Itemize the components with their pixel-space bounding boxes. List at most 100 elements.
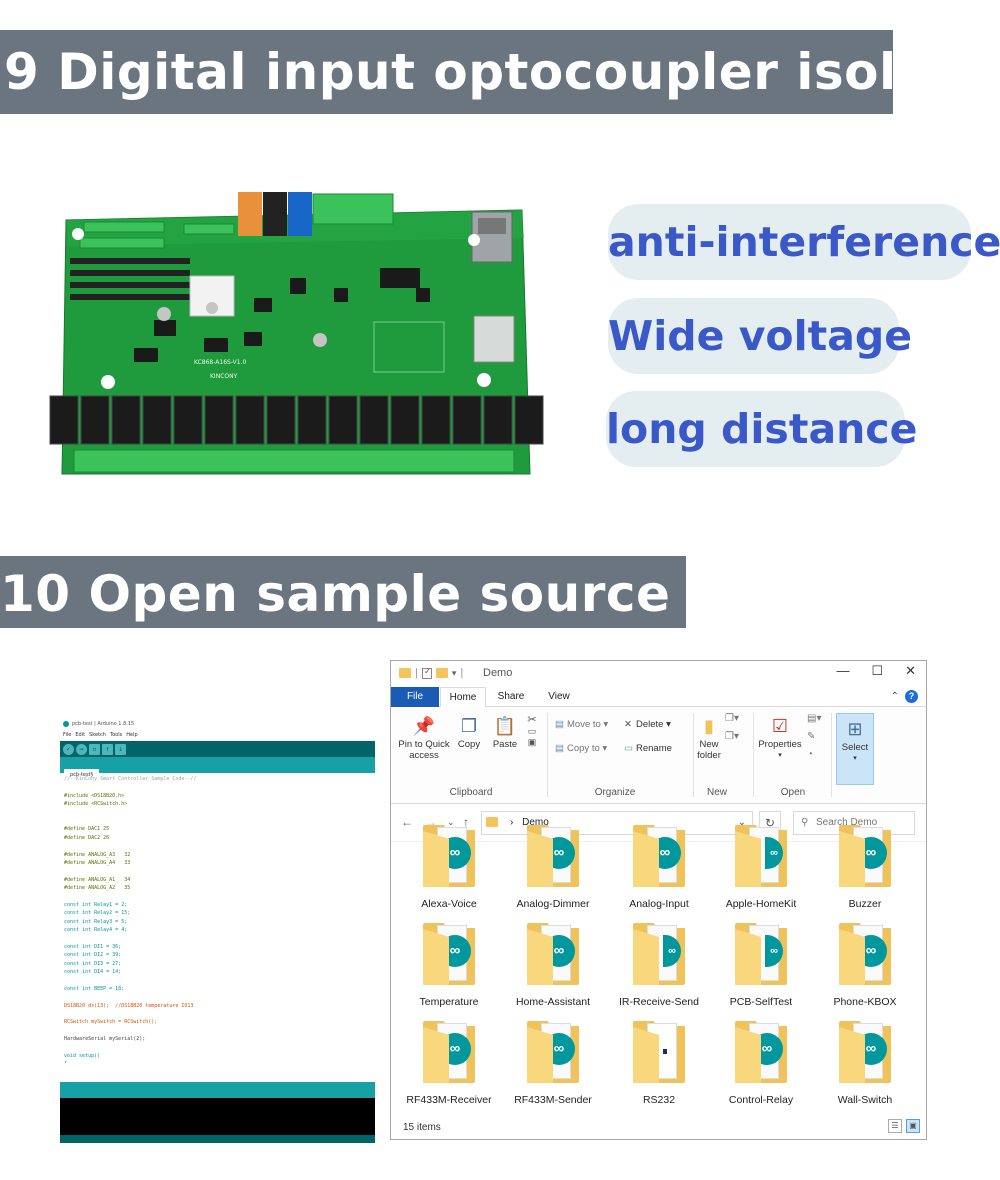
minimize-button[interactable]: — <box>836 663 850 678</box>
large-icons-view-icon[interactable]: ▣ <box>906 1119 920 1133</box>
back-arrow-icon[interactable]: ← <box>401 815 413 829</box>
folder-label: RS232 <box>642 1094 676 1106</box>
select-button[interactable]: ⊞ Select ▾ <box>836 713 874 785</box>
history-button[interactable]: ◔ <box>807 749 814 760</box>
folder-item[interactable]: ∞Buzzer <box>813 825 917 921</box>
collapse-ribbon-icon[interactable]: ⌃ <box>890 691 899 702</box>
recent-locations-icon[interactable]: ⌄ <box>447 817 455 827</box>
copy-to-icon: ▤ <box>555 743 564 754</box>
up-arrow-icon[interactable]: ↑ <box>463 815 469 829</box>
file-explorer-window: | ▾ | Demo — ☐ ✕ File Home Share View ⌃ … <box>390 660 927 1140</box>
address-dropdown-icon[interactable]: ⌄ <box>737 817 746 828</box>
properties-button[interactable]: ☑ Properties ▾ <box>755 715 805 761</box>
address-bar[interactable]: › Demo ⌄ <box>481 811 753 835</box>
customize-toolbar-icon[interactable]: ▾ <box>451 667 457 678</box>
tab-share[interactable]: Share <box>497 691 525 702</box>
code-line: const int DI2 = 39; <box>64 952 122 959</box>
save-sketch-icon[interactable]: ↓ <box>115 743 126 755</box>
folder-item[interactable]: ∞Home-Assistant <box>501 923 605 1019</box>
copy-to-button[interactable]: ▤Copy to ▾ <box>555 743 608 754</box>
folder-item[interactable]: ∞Alexa-Voice <box>397 825 501 921</box>
folder-item[interactable]: ∞Analog-Dimmer <box>501 825 605 921</box>
relay <box>49 395 79 445</box>
pin-to-quick-access-button[interactable]: 📌 Pin to Quick access <box>395 715 453 761</box>
folder-icon: ∞ <box>839 1021 891 1083</box>
explorer-title-bar: | ▾ | Demo — ☐ ✕ <box>391 661 926 687</box>
folder-item[interactable]: ∞Apple-HomeKit <box>709 825 813 921</box>
relay <box>235 395 265 445</box>
ide-menu-help[interactable]: Help <box>126 732 138 738</box>
folder-item[interactable]: ∞RS232 <box>607 1021 711 1117</box>
code-line: #define ANALOG_A2 35 <box>64 885 131 892</box>
ide-menu-file[interactable]: File <box>63 732 72 738</box>
copy-button[interactable]: ❐ Copy <box>453 715 485 750</box>
address-path: Demo <box>522 817 549 828</box>
delete-button[interactable]: ✕Delete ▾ <box>624 719 671 730</box>
upload-icon[interactable]: → <box>76 743 87 755</box>
tab-file[interactable]: File <box>391 687 439 707</box>
tab-view[interactable]: View <box>548 691 570 702</box>
folder-icon <box>399 668 411 678</box>
ide-toolbar: ✓ → ▫ ↑ ↓ <box>60 741 375 757</box>
code-line: #define ANALOG_A1 34 <box>64 876 131 883</box>
help-icon[interactable]: ? <box>905 690 918 703</box>
code-line: #include <DS18B20.h> <box>64 792 125 799</box>
edit-button[interactable]: ✎ <box>807 731 816 742</box>
code-line: const int Relay1 = 2; <box>64 901 128 908</box>
folder-icon: ∞ <box>423 825 475 887</box>
ide-menu-edit[interactable]: Edit <box>75 732 86 738</box>
relay <box>173 395 203 445</box>
code-line: { <box>64 1060 375 1063</box>
window-title: Demo <box>483 667 513 679</box>
folder-item[interactable]: ∞Phone-KBOX <box>813 923 917 1019</box>
group-label-new: New <box>706 787 727 798</box>
folder-item[interactable]: ∞RF433M-Receiver <box>397 1021 501 1117</box>
code-line: const int Relay2 = 15; <box>64 910 131 917</box>
paste-label: Paste <box>492 739 518 750</box>
folder-item[interactable]: ∞Control-Relay <box>709 1021 813 1117</box>
tab-home[interactable]: Home <box>440 687 486 708</box>
folder-item[interactable]: ∞RF433M-Sender <box>501 1021 605 1117</box>
folder-item[interactable]: ∞ PCB-SelfTest <box>709 923 813 1019</box>
details-view-icon[interactable]: ☰ <box>888 1119 902 1133</box>
new-folder-quick-icon[interactable] <box>435 668 448 678</box>
new-item-button[interactable]: ❐▾ <box>725 713 739 724</box>
properties-quick-icon[interactable] <box>421 666 432 679</box>
folder-item[interactable]: ∞ Wall-Switch <box>813 1021 917 1117</box>
paste-button[interactable]: 📋 Paste <box>488 715 522 750</box>
ide-menu-tools[interactable]: Tools <box>109 732 123 738</box>
relay <box>328 395 358 445</box>
open-sketch-icon[interactable]: ↑ <box>102 743 113 755</box>
open-button[interactable]: ▤▾ <box>807 713 822 724</box>
folder-icon: ∞ <box>527 825 579 887</box>
folder-item[interactable]: ∞Analog-Input <box>607 825 711 921</box>
rename-button[interactable]: ▭Rename <box>624 743 672 754</box>
ide-menu-sketch[interactable]: Sketch <box>89 732 106 738</box>
folder-label: PCB-SelfTest <box>729 996 793 1008</box>
maximize-button[interactable]: ☐ <box>871 663 884 678</box>
verify-icon[interactable]: ✓ <box>63 743 74 755</box>
properties-dropdown-icon: ▾ <box>778 752 782 759</box>
move-to-button[interactable]: ▤Move to ▾ <box>555 719 609 730</box>
new-sketch-icon[interactable]: ▫ <box>89 743 100 755</box>
code-editor[interactable]: //--KinCony Smart Controller Sample Code… <box>60 773 375 1063</box>
ribbon-separator <box>547 713 548 797</box>
easy-access-button[interactable]: ❐▾ <box>725 731 739 742</box>
cut-button[interactable]: ✂ ▭ ▣ <box>523 715 541 748</box>
ide-title: pcb-test | Arduino 1.8.15 <box>72 721 135 727</box>
feature-wide-voltage: Wide voltage <box>608 298 912 374</box>
new-folder-icon: ▮ <box>704 716 714 736</box>
code-line <box>64 976 375 984</box>
properties-icon: ☑ <box>771 716 789 736</box>
new-folder-button[interactable]: ▮ New folder <box>693 715 725 761</box>
folder-item[interactable]: ∞Temperature <box>397 923 501 1019</box>
folder-label: Wall-Switch <box>837 1094 893 1106</box>
relay <box>452 395 482 445</box>
section-banner-digital-input: 9 Digital input optocoupler isolation <box>0 30 1000 114</box>
folder-item[interactable]: ∞IR-Receive-Send <box>607 923 711 1019</box>
folder-icon: ∞ <box>735 923 787 985</box>
code-line: HardwareSerial mySerial(2); <box>64 1036 146 1043</box>
close-button[interactable]: ✕ <box>905 663 916 678</box>
ide-tab-pcb-test[interactable]: pcb-test§ <box>64 769 100 781</box>
folder-label: RF433M-Sender <box>514 1094 592 1106</box>
